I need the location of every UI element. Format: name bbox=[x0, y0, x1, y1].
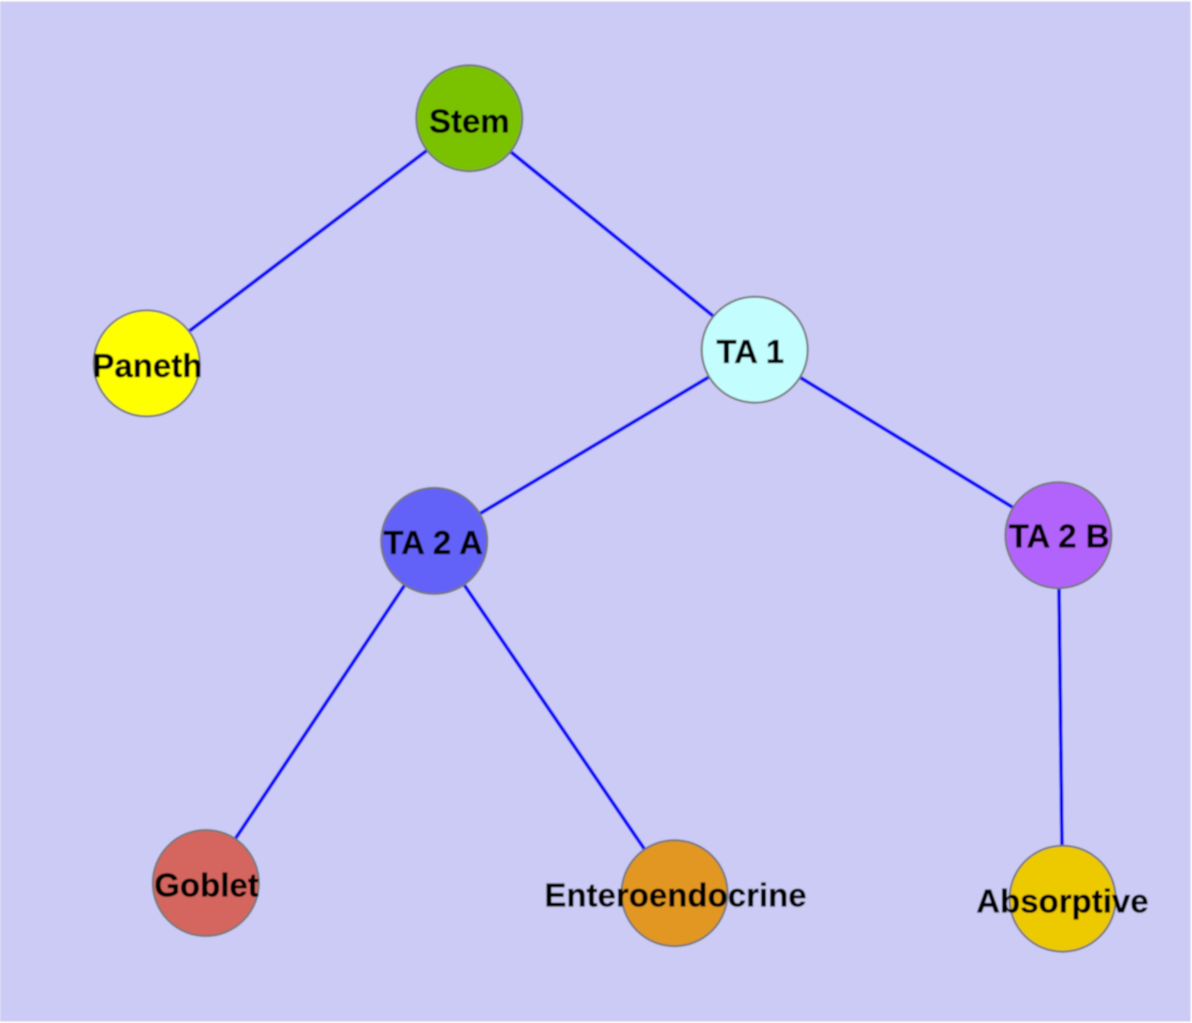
svg-text:Goblet: Goblet bbox=[154, 867, 259, 904]
svg-text:Paneth: Paneth bbox=[92, 347, 202, 384]
svg-text:TA 2 B: TA 2 B bbox=[1009, 517, 1110, 554]
svg-text:TA 1: TA 1 bbox=[716, 333, 784, 370]
svg-text:Absorptive: Absorptive bbox=[976, 882, 1148, 919]
svg-text:Stem: Stem bbox=[429, 103, 510, 140]
svg-text:Enteroendocrine: Enteroendocrine bbox=[544, 876, 806, 913]
svg-text:TA 2 A: TA 2 A bbox=[383, 524, 483, 561]
